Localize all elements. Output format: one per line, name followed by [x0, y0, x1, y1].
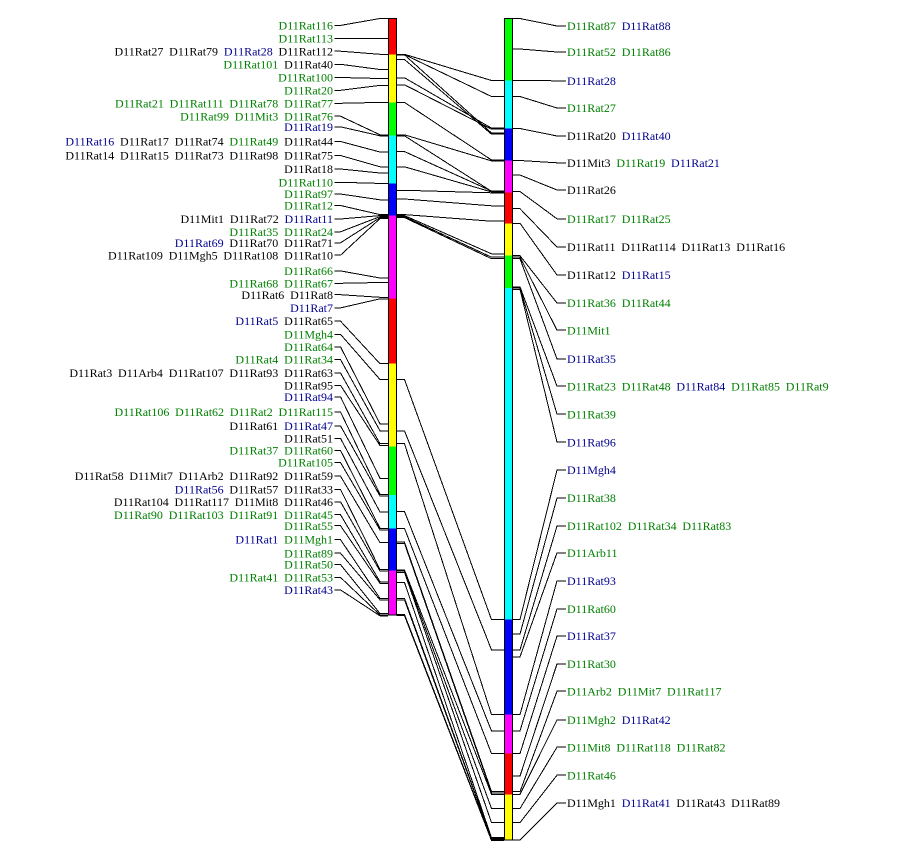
- svg-text:D11Rat16 D11Rat17 D11Rat74 D11: D11Rat16 D11Rat17 D11Rat74 D11Rat49 D11R…: [65, 135, 333, 149]
- svg-text:D11Rat46: D11Rat46: [567, 768, 616, 782]
- svg-text:D11Rat41 D11Rat53: D11Rat41 D11Rat53: [229, 571, 333, 585]
- svg-text:D11Rat105: D11Rat105: [278, 456, 333, 470]
- svg-text:D11Arb11: D11Arb11: [567, 546, 617, 560]
- svg-text:D11Rat87 D11Rat88: D11Rat87 D11Rat88: [567, 19, 671, 33]
- svg-text:D11Rat35 D11Rat24: D11Rat35 D11Rat24: [229, 225, 333, 239]
- svg-text:D11Mit1: D11Mit1: [567, 323, 611, 337]
- svg-text:D11Rat104 D11Rat117 D11Mit8 D1: D11Rat104 D11Rat117 D11Mit8 D11Rat46: [114, 495, 333, 509]
- svg-text:D11Rat90 D11Rat103 D11Rat91 D1: D11Rat90 D11Rat103 D11Rat91 D11Rat45: [114, 508, 333, 522]
- svg-text:D11Mgh4: D11Mgh4: [567, 463, 616, 477]
- svg-text:D11Rat26: D11Rat26: [567, 183, 616, 197]
- svg-text:D11Rat23 D11Rat48 D11Rat84 D11: D11Rat23 D11Rat48 D11Rat84 D11Rat85 D11R…: [567, 379, 829, 393]
- svg-text:D11Rat89: D11Rat89: [284, 546, 333, 560]
- svg-text:D11Rat69 D11Rat70 D11Rat71: D11Rat69 D11Rat70 D11Rat71: [175, 236, 333, 250]
- svg-text:D11Arb2 D11Mit7 D11Rat117: D11Arb2 D11Mit7 D11Rat117: [567, 684, 722, 698]
- svg-text:D11Rat99 D11Mit3 D11Rat76: D11Rat99 D11Mit3 D11Rat76: [180, 109, 333, 123]
- svg-text:D11Rat58 D11Mit7 D11Arb2 D11Ra: D11Rat58 D11Mit7 D11Arb2 D11Rat92 D11Rat…: [75, 469, 333, 483]
- svg-text:D11Rat5 D11Rat65: D11Rat5 D11Rat65: [235, 314, 333, 328]
- svg-text:D11Rat35: D11Rat35: [567, 352, 616, 366]
- svg-text:D11Rat61 D11Rat47: D11Rat61 D11Rat47: [229, 419, 333, 433]
- svg-text:D11Rat93: D11Rat93: [567, 574, 616, 588]
- svg-text:D11Rat19: D11Rat19: [284, 120, 333, 134]
- svg-text:D11Rat113: D11Rat113: [279, 32, 333, 46]
- svg-text:D11Mgh1 D11Rat41 D11Rat43 D11R: D11Mgh1 D11Rat41 D11Rat43 D11Rat89: [567, 796, 780, 810]
- svg-text:D11Rat95: D11Rat95: [284, 379, 333, 393]
- svg-text:D11Rat96: D11Rat96: [567, 435, 616, 449]
- svg-text:D11Rat37 D11Rat60: D11Rat37 D11Rat60: [229, 444, 333, 458]
- svg-text:D11Rat50: D11Rat50: [284, 558, 333, 572]
- svg-text:D11Mit8 D11Rat118 D11Rat82: D11Mit8 D11Rat118 D11Rat82: [567, 740, 726, 754]
- svg-text:D11Rat68 D11Rat67: D11Rat68 D11Rat67: [229, 276, 333, 290]
- svg-text:D11Rat11 D11Rat114 D11Rat13 D1: D11Rat11 D11Rat114 D11Rat13 D11Rat16: [567, 240, 785, 254]
- svg-text:D11Rat3 D11Arb4 D11Rat107 D11R: D11Rat3 D11Arb4 D11Rat107 D11Rat93 D11Ra…: [69, 366, 333, 380]
- svg-text:D11Rat56 D11Rat57 D11Rat33: D11Rat56 D11Rat57 D11Rat33: [175, 483, 333, 497]
- svg-text:D11Mgh4: D11Mgh4: [284, 327, 333, 341]
- svg-text:D11Mgh2 D11Rat42: D11Mgh2 D11Rat42: [567, 713, 671, 727]
- svg-text:D11Rat20 D11Rat40: D11Rat20 D11Rat40: [567, 129, 671, 143]
- svg-text:D11Rat28: D11Rat28: [567, 74, 616, 88]
- svg-text:D11Mit1 D11Rat72 D11Rat11: D11Mit1 D11Rat72 D11Rat11: [181, 212, 334, 226]
- svg-text:D11Rat37: D11Rat37: [567, 629, 616, 643]
- svg-text:D11Rat109 D11Mgh5 D11Rat108 D1: D11Rat109 D11Mgh5 D11Rat108 D11Rat10: [108, 248, 333, 262]
- svg-text:D11Rat94: D11Rat94: [284, 390, 333, 404]
- svg-text:D11Rat12: D11Rat12: [284, 199, 333, 213]
- svg-text:D11Rat4 D11Rat34: D11Rat4 D11Rat34: [235, 353, 333, 367]
- svg-text:D11Rat12 D11Rat15: D11Rat12 D11Rat15: [567, 268, 671, 282]
- svg-text:D11Rat17 D11Rat25: D11Rat17 D11Rat25: [567, 212, 671, 226]
- svg-text:D11Rat110: D11Rat110: [279, 175, 333, 189]
- svg-text:D11Rat116: D11Rat116: [279, 19, 333, 33]
- svg-text:D11Rat55: D11Rat55: [284, 519, 333, 533]
- svg-text:D11Rat30: D11Rat30: [567, 657, 616, 671]
- svg-text:D11Rat39: D11Rat39: [567, 407, 616, 421]
- svg-text:D11Rat106 D11Rat62 D11Rat2 D11: D11Rat106 D11Rat62 D11Rat2 D11Rat115: [114, 405, 333, 419]
- svg-text:D11Rat43: D11Rat43: [284, 583, 333, 597]
- svg-text:D11Rat27 D11Rat79 D11Rat28 D11: D11Rat27 D11Rat79 D11Rat28 D11Rat112: [114, 44, 333, 58]
- svg-text:D11Rat60: D11Rat60: [567, 602, 616, 616]
- svg-text:D11Rat18: D11Rat18: [284, 162, 333, 176]
- svg-text:D11Rat101 D11Rat40: D11Rat101 D11Rat40: [223, 57, 333, 71]
- svg-text:D11Rat66: D11Rat66: [284, 264, 333, 278]
- svg-text:D11Rat64: D11Rat64: [284, 340, 333, 354]
- svg-text:D11Rat1 D11Mgh1: D11Rat1 D11Mgh1: [235, 533, 333, 547]
- svg-text:D11Rat102 D11Rat34 D11Rat83: D11Rat102 D11Rat34 D11Rat83: [567, 519, 731, 533]
- svg-text:D11Rat52 D11Rat86: D11Rat52 D11Rat86: [567, 45, 671, 59]
- svg-text:D11Rat27: D11Rat27: [567, 101, 616, 115]
- svg-text:D11Rat20: D11Rat20: [284, 83, 333, 97]
- svg-text:D11Rat21 D11Rat111 D11Rat78 D1: D11Rat21 D11Rat111 D11Rat78 D11Rat77: [115, 96, 333, 110]
- svg-text:D11Rat6 D11Rat8: D11Rat6 D11Rat8: [241, 288, 333, 302]
- svg-text:D11Rat7: D11Rat7: [290, 301, 333, 315]
- svg-text:D11Rat51: D11Rat51: [284, 432, 333, 446]
- svg-text:D11Mit3 D11Rat19 D11Rat21: D11Mit3 D11Rat19 D11Rat21: [567, 156, 720, 170]
- svg-text:D11Rat14 D11Rat15 D11Rat73 D11: D11Rat14 D11Rat15 D11Rat73 D11Rat98 D11R…: [65, 149, 333, 163]
- svg-text:D11Rat36 D11Rat44: D11Rat36 D11Rat44: [567, 296, 671, 310]
- svg-text:D11Rat97: D11Rat97: [284, 187, 333, 201]
- svg-text:D11Rat100: D11Rat100: [278, 71, 333, 85]
- svg-text:D11Rat38: D11Rat38: [567, 491, 616, 505]
